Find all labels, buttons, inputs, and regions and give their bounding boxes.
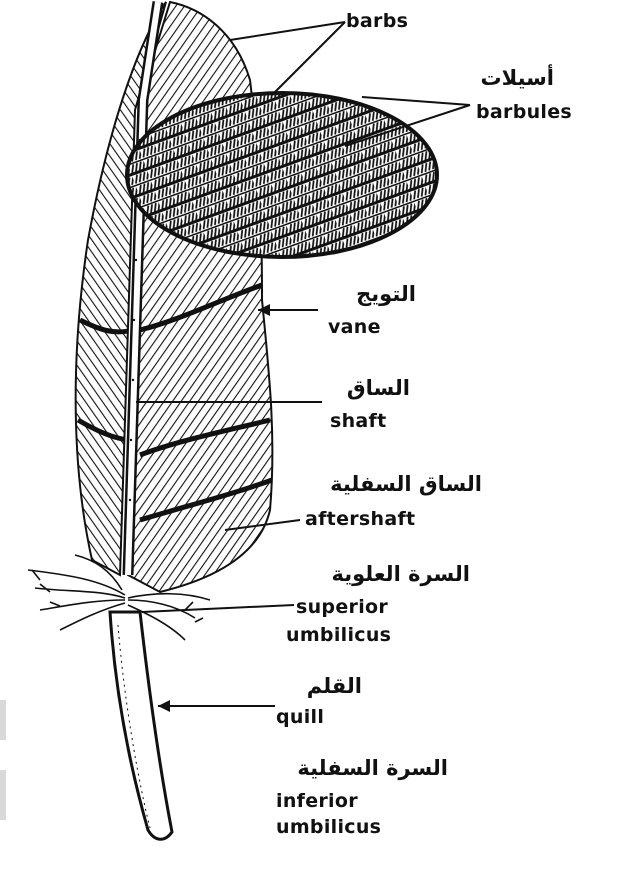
label-aftershaft: aftershaft <box>305 508 415 530</box>
label-quill: quill <box>276 706 324 728</box>
label-vane: vane <box>328 316 381 338</box>
barbules-magnifier <box>127 93 437 257</box>
label-superior-umbilicus-ar: السرة العلوية <box>331 562 470 586</box>
label-aftershaft-ar: الساق السفلية <box>330 472 482 496</box>
label-vane-ar: التويج <box>356 282 416 306</box>
label-shaft: shaft <box>330 410 387 432</box>
label-barbules: barbules <box>476 101 572 123</box>
quill-tube <box>110 612 172 839</box>
label-inferior-umbilicus: umbilicus <box>276 816 381 838</box>
label-inferior-umbilicus-ar: السرة السفلية <box>297 756 448 780</box>
label-barbs: barbs <box>346 10 408 32</box>
label-inferior: inferior <box>276 790 358 812</box>
label-superior: superior <box>296 596 388 618</box>
edge-mark-top <box>0 700 6 740</box>
label-superior-umbilicus: umbilicus <box>286 624 391 646</box>
label-shaft-ar: الساق <box>347 376 410 400</box>
label-quill-ar: القلم <box>307 674 362 698</box>
edge-mark-bottom <box>0 770 6 820</box>
label-barbules-ar: أسيلات <box>481 66 554 90</box>
